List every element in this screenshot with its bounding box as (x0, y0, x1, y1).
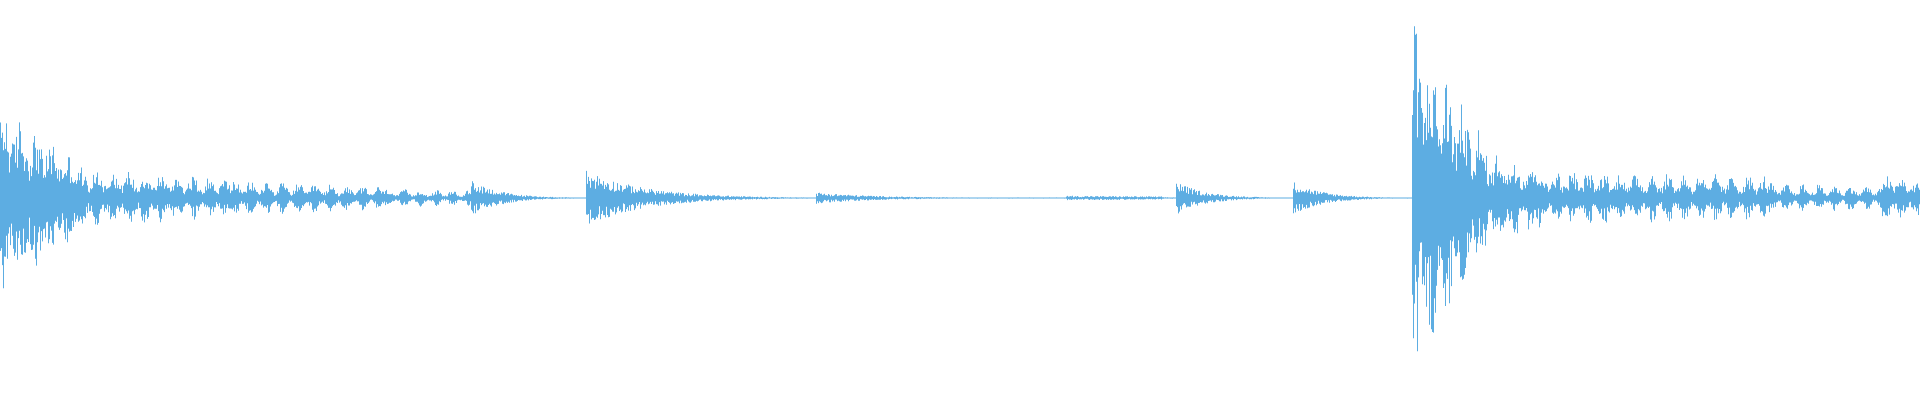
waveform-path (0, 26, 1920, 352)
